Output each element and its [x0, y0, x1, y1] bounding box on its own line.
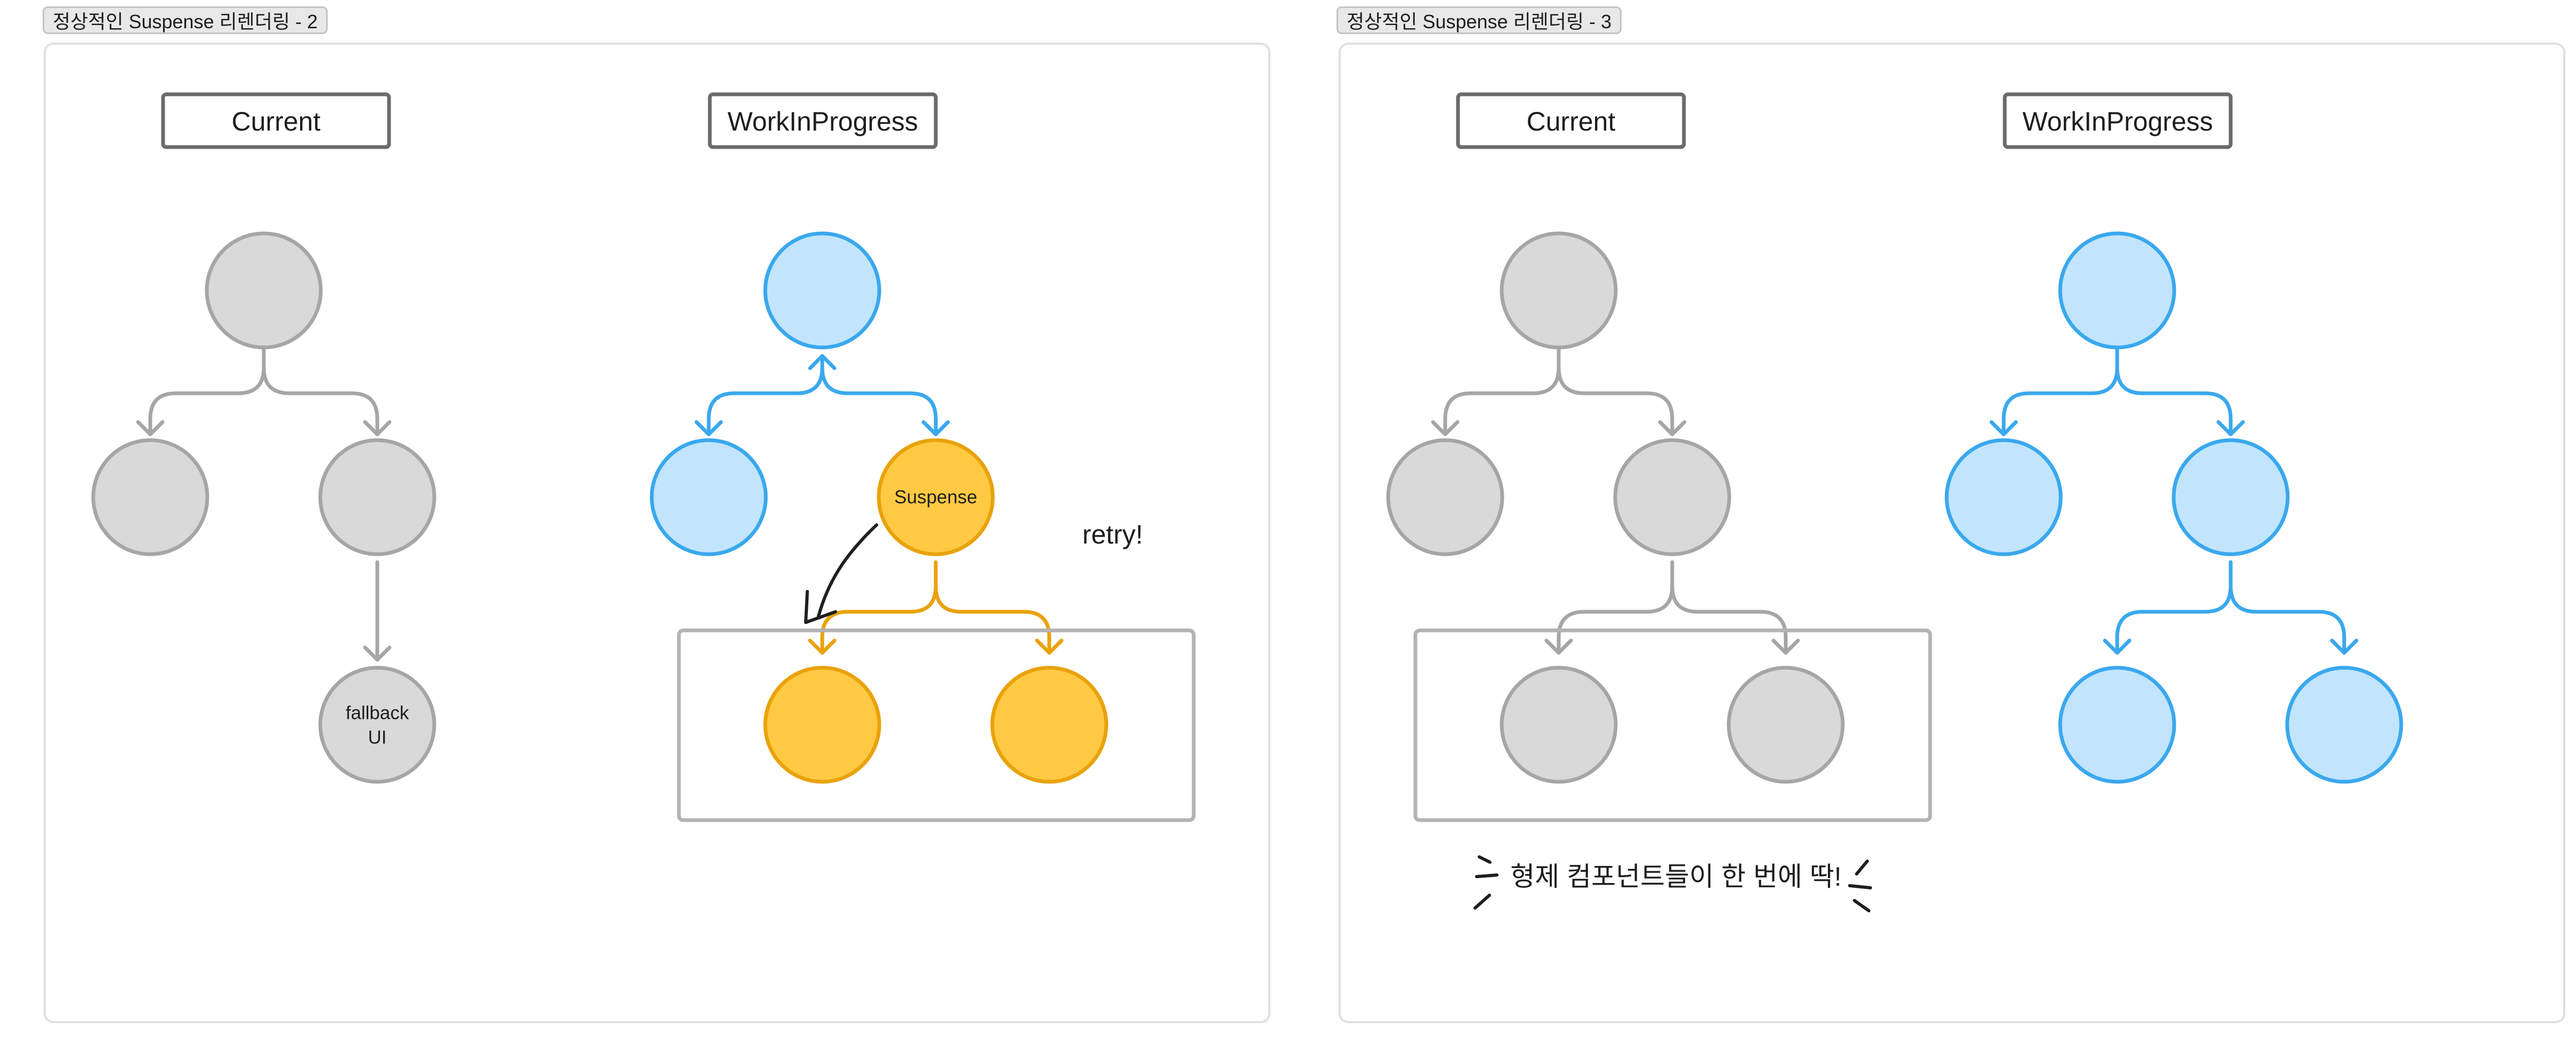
- current-2-child-right-node: [1727, 666, 1845, 784]
- sibling-group-box-1: [677, 628, 1196, 822]
- fallback-label-line2: UI: [368, 727, 387, 748]
- wip-2-child-left-node: [2058, 666, 2176, 784]
- suspense-node: [877, 438, 995, 556]
- current-label: Current: [232, 107, 321, 136]
- frame-2: [1339, 43, 2565, 1023]
- wip-2-root-node: [2058, 231, 2176, 350]
- wip-2-child-right-node: [2285, 666, 2403, 784]
- suspense-child-left-node: [763, 666, 881, 784]
- wip-label-box: WorkInProgress: [708, 92, 938, 149]
- current-root-node: [205, 231, 323, 350]
- current-left-node: [91, 438, 209, 556]
- wip-left-node: [650, 438, 768, 556]
- frame-1-title: 정상적인 Suspense 리렌더링 - 2: [43, 6, 328, 34]
- sibling-note: 형제 컴포넌트들이 한 번에 딱!: [1510, 862, 1841, 892]
- wip-label-2: WorkInProgress: [2022, 107, 2213, 136]
- fallback-node: [318, 666, 436, 784]
- suspense-child-right-node: [990, 666, 1108, 784]
- suspense-edges: [808, 560, 1064, 655]
- frame-1: [44, 43, 1270, 1023]
- retry-text: retry!: [1082, 520, 1143, 549]
- wip-2-right-node: [2172, 438, 2290, 556]
- emphasis-marks-left: [1473, 855, 1498, 910]
- wip-tree-nodes: [650, 231, 1108, 784]
- current-tree-2-edges: [1431, 345, 1800, 655]
- current-2-child-left-node: [1500, 666, 1618, 784]
- current-label-2: Current: [1527, 107, 1616, 136]
- wip-tree-2-nodes: [1945, 231, 2403, 784]
- current-label-box-2: Current: [1456, 92, 1686, 149]
- wip-label-box-2: WorkInProgress: [2003, 92, 2233, 149]
- frame-2-title: 정상적인 Suspense 리렌더링 - 3: [1336, 6, 1622, 34]
- wip-tree-2-edges: [1989, 345, 2359, 655]
- suspense-label: Suspense: [894, 487, 977, 508]
- wip-root-node: [763, 231, 881, 350]
- current-2-left-node: [1386, 438, 1504, 556]
- wip-label: WorkInProgress: [727, 107, 918, 136]
- wip-tree-edges: [694, 354, 950, 436]
- emphasis-marks-right: [1848, 860, 1872, 912]
- wip-2-left-node: [1945, 438, 2063, 556]
- current-2-right-node: [1613, 438, 1731, 556]
- current-tree-2-nodes: [1386, 231, 1845, 784]
- current-right-node: [318, 438, 436, 556]
- current-2-root-node: [1500, 231, 1618, 350]
- current-tree-nodes: [91, 231, 436, 784]
- fallback-label-line1: fallback: [346, 703, 409, 724]
- current-tree-edges: [136, 345, 392, 662]
- retry-arrow: [804, 523, 878, 624]
- sibling-group-box-2: [1413, 628, 1932, 822]
- current-label-box: Current: [161, 92, 391, 149]
